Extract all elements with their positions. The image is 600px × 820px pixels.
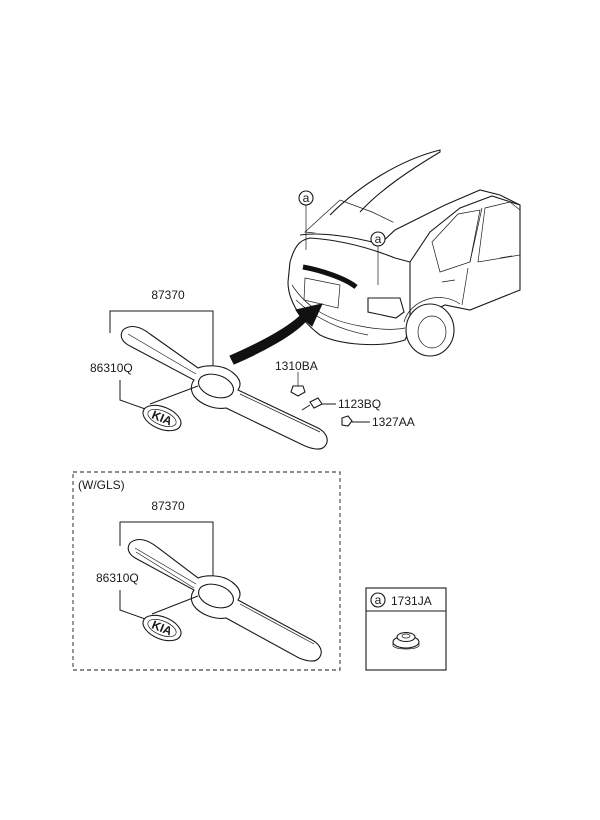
label-variant: (W/GLS)	[78, 478, 125, 492]
detail-box-1731JA: a 1731JA	[365, 587, 447, 671]
callout-a-label: a	[375, 593, 382, 607]
kia-emblem-top: KIA	[142, 404, 182, 432]
leader-86310Q-top	[119, 380, 149, 411]
callout-a-car-right: a	[370, 231, 386, 247]
location-arrow	[229, 303, 323, 365]
leader-87370-top	[109, 310, 214, 368]
label-86310Q-bottom: 86310Q	[96, 571, 139, 585]
callout-a-label: a	[303, 191, 310, 205]
variant-box	[72, 471, 341, 671]
label-1327AA: 1327AA	[372, 415, 415, 429]
label-1731JA: 1731JA	[391, 594, 432, 608]
callout-a-label: a	[375, 232, 382, 246]
fastener-1327AA	[341, 415, 370, 427]
label-87370-top: 87370	[151, 288, 185, 302]
trunk-garnish-bottom	[127, 538, 322, 662]
fastener-1123BQ	[301, 397, 336, 411]
trunk-garnish-top	[120, 325, 328, 450]
label-86310Q-top: 86310Q	[90, 361, 133, 375]
fastener-1310BA	[290, 372, 306, 397]
label-87370-bottom: 87370	[151, 499, 185, 513]
leader-86310Q-bottom-to-bar	[151, 595, 199, 615]
car-illustration	[287, 149, 521, 357]
leader-86310Q-top-to-bar	[149, 385, 199, 405]
leader-86310Q-bottom	[119, 590, 149, 621]
callout-a-car-left: a	[298, 190, 314, 206]
kia-emblem-bottom: KIA	[142, 614, 182, 642]
label-1310BA: 1310BA	[275, 359, 318, 373]
label-1123BQ: 1123BQ	[338, 397, 381, 411]
leader-87370-bottom	[119, 521, 214, 578]
